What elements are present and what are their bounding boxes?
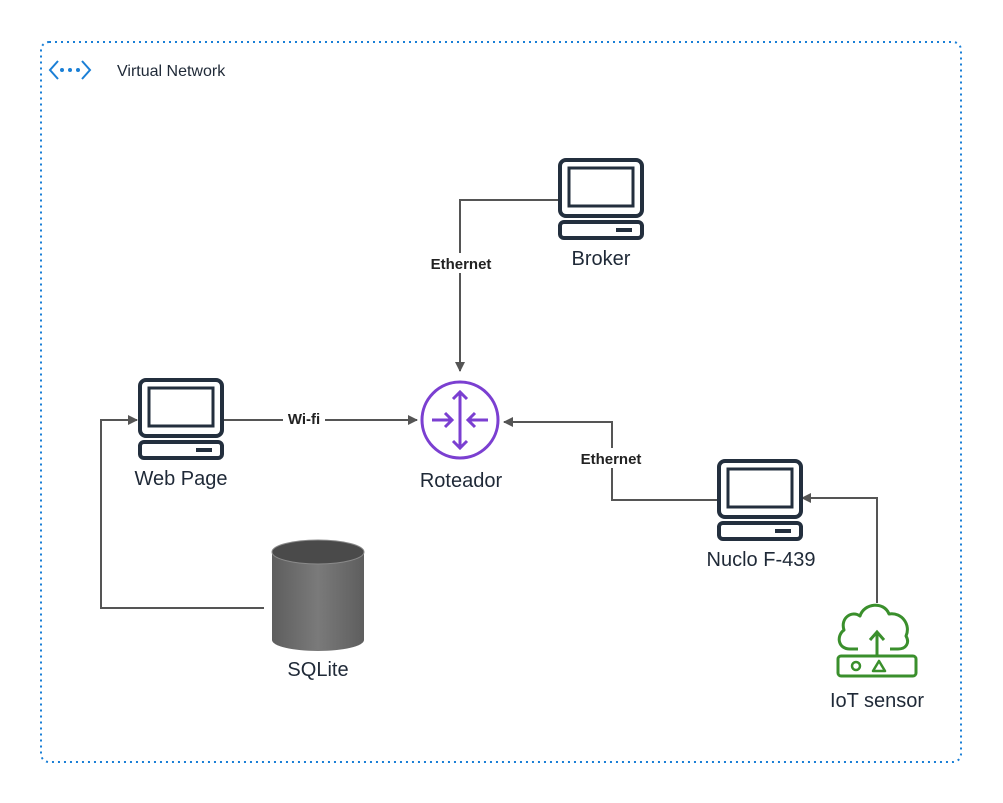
edge-label-wifi: Wi-fi bbox=[288, 411, 320, 428]
sqlite-node[interactable]: SQLite bbox=[271, 539, 365, 681]
web-page-label: Web Page bbox=[134, 468, 227, 490]
sqlite-label: SQLite bbox=[287, 659, 348, 681]
router-node[interactable]: Roteador bbox=[420, 380, 503, 492]
database-icon bbox=[271, 539, 365, 651]
web-page-node[interactable]: Web Page bbox=[134, 378, 228, 490]
nuclo-node[interactable]: Nuclo F-439 bbox=[707, 459, 816, 571]
edge-broker-router bbox=[455, 199, 560, 372]
computer-icon bbox=[138, 378, 224, 460]
router-label: Roteador bbox=[420, 470, 503, 492]
virtual-network-title: Virtual Network bbox=[117, 63, 226, 80]
broker-label: Broker bbox=[572, 248, 631, 270]
computer-icon bbox=[558, 158, 644, 240]
broker-node[interactable]: Broker bbox=[558, 158, 644, 270]
iot-sensor-label: IoT sensor bbox=[830, 690, 924, 712]
virtual-network-icon bbox=[48, 60, 92, 80]
iot-sensor-icon bbox=[836, 603, 918, 678]
computer-icon bbox=[717, 459, 803, 541]
edge-label-nuclo-ethernet: Ethernet bbox=[581, 451, 642, 468]
edge-iot-nuclo bbox=[801, 493, 878, 603]
edge-sqlite-web bbox=[100, 415, 264, 609]
router-icon bbox=[420, 380, 500, 460]
iot-sensor-node[interactable]: IoT sensor bbox=[830, 603, 924, 712]
nuclo-label: Nuclo F-439 bbox=[707, 549, 816, 571]
edge-label-broker-ethernet: Ethernet bbox=[431, 256, 492, 273]
virtual-network-boundary bbox=[40, 41, 962, 763]
